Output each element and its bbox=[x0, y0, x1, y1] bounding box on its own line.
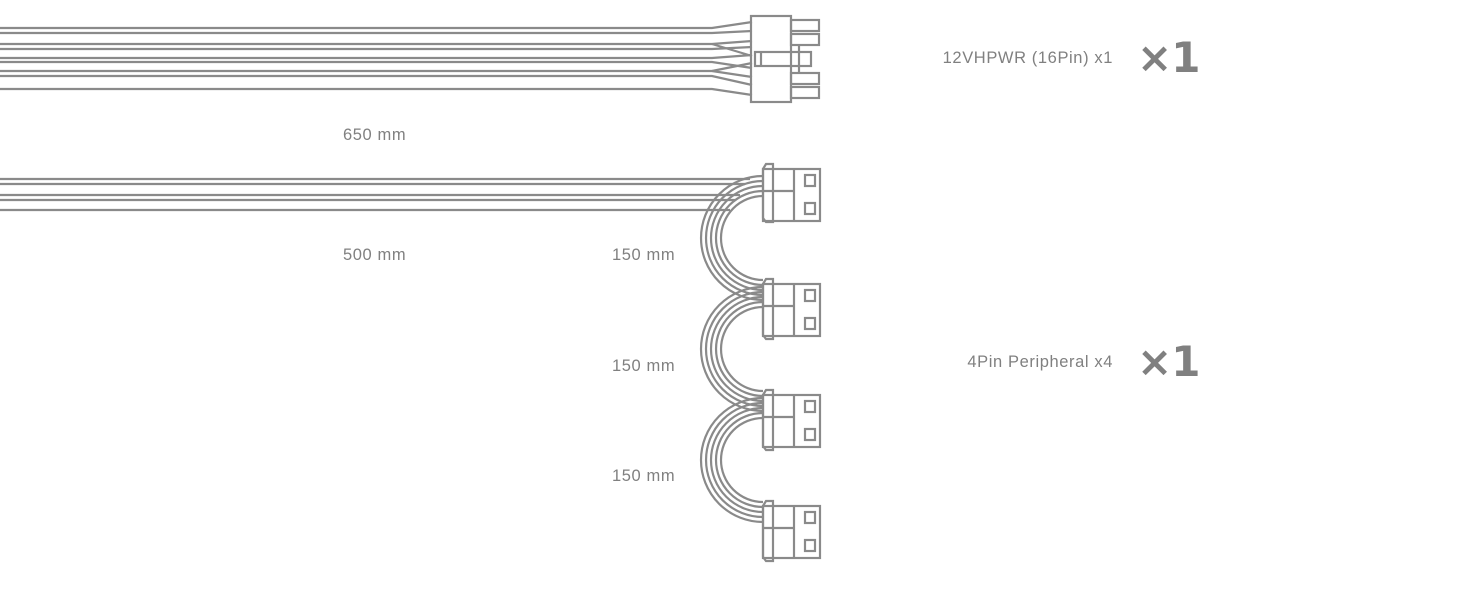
cable-name-12vhpwr: 12VHPWR (16Pin) x1 bbox=[942, 49, 1113, 67]
length-label-650: 650 mm bbox=[343, 126, 407, 144]
length-label-150-c: 150 mm bbox=[612, 467, 676, 485]
4pin-connector-1 bbox=[761, 162, 822, 224]
4pin-connector-2 bbox=[761, 277, 822, 341]
length-label-150-b: 150 mm bbox=[612, 357, 676, 375]
4pin-loop-3 bbox=[699, 396, 764, 524]
quantity-4pin: ×1 bbox=[1137, 337, 1200, 386]
4pin-connector-4 bbox=[761, 499, 822, 563]
4pin-loop-2 bbox=[699, 285, 764, 413]
length-label-500: 500 mm bbox=[343, 246, 407, 264]
length-label-150-a: 150 mm bbox=[612, 246, 676, 264]
quantity-12vhpwr: ×1 bbox=[1137, 33, 1200, 82]
12vhpwr-cable-wires bbox=[0, 20, 753, 97]
4pin-loop-1 bbox=[699, 174, 764, 302]
12vhpwr-connector bbox=[749, 14, 821, 104]
4pin-cable-wires bbox=[0, 177, 750, 212]
4pin-connector-3 bbox=[761, 388, 822, 452]
cable-name-4pin: 4Pin Peripheral x4 bbox=[967, 353, 1113, 371]
